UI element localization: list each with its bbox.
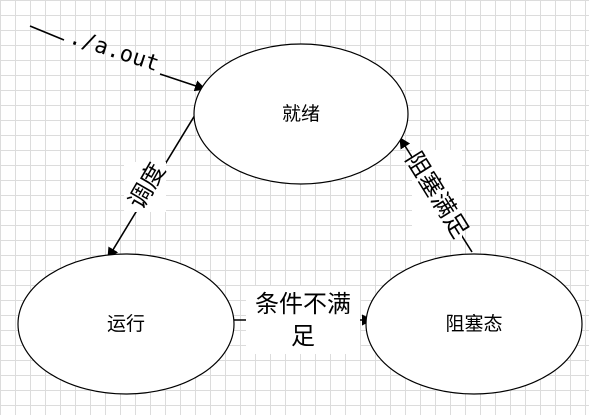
edge-label-block-line2: 足 xyxy=(291,322,315,350)
edge-schedule: 调度 xyxy=(107,114,196,259)
edge-block-label-bg xyxy=(246,286,360,354)
edge-start-tail xyxy=(29,25,65,41)
state-running-shape xyxy=(17,253,235,395)
state-running-label: 运行 xyxy=(107,313,145,335)
edge-block: 条件不满 足 xyxy=(234,286,374,354)
edge-label-block-line1: 条件不满 xyxy=(255,290,351,318)
edge-unblock: 阻塞满足 xyxy=(399,137,474,253)
state-running: 运行 xyxy=(17,253,235,395)
state-ready: 就绪 xyxy=(193,43,409,185)
edge-schedule-label-bg xyxy=(124,162,166,212)
state-blocked-label: 阻塞态 xyxy=(445,313,502,335)
state-blocked-shape xyxy=(365,253,583,395)
state-ready-shape xyxy=(193,43,409,185)
edge-start: ./a.out xyxy=(29,25,207,92)
state-blocked: 阻塞态 xyxy=(365,253,583,395)
state-ready-label: 就绪 xyxy=(282,103,320,125)
edge-label-start: ./a.out xyxy=(66,25,162,77)
edge-start-arrow xyxy=(159,73,207,92)
edge-unblock-label-bg xyxy=(412,150,462,240)
